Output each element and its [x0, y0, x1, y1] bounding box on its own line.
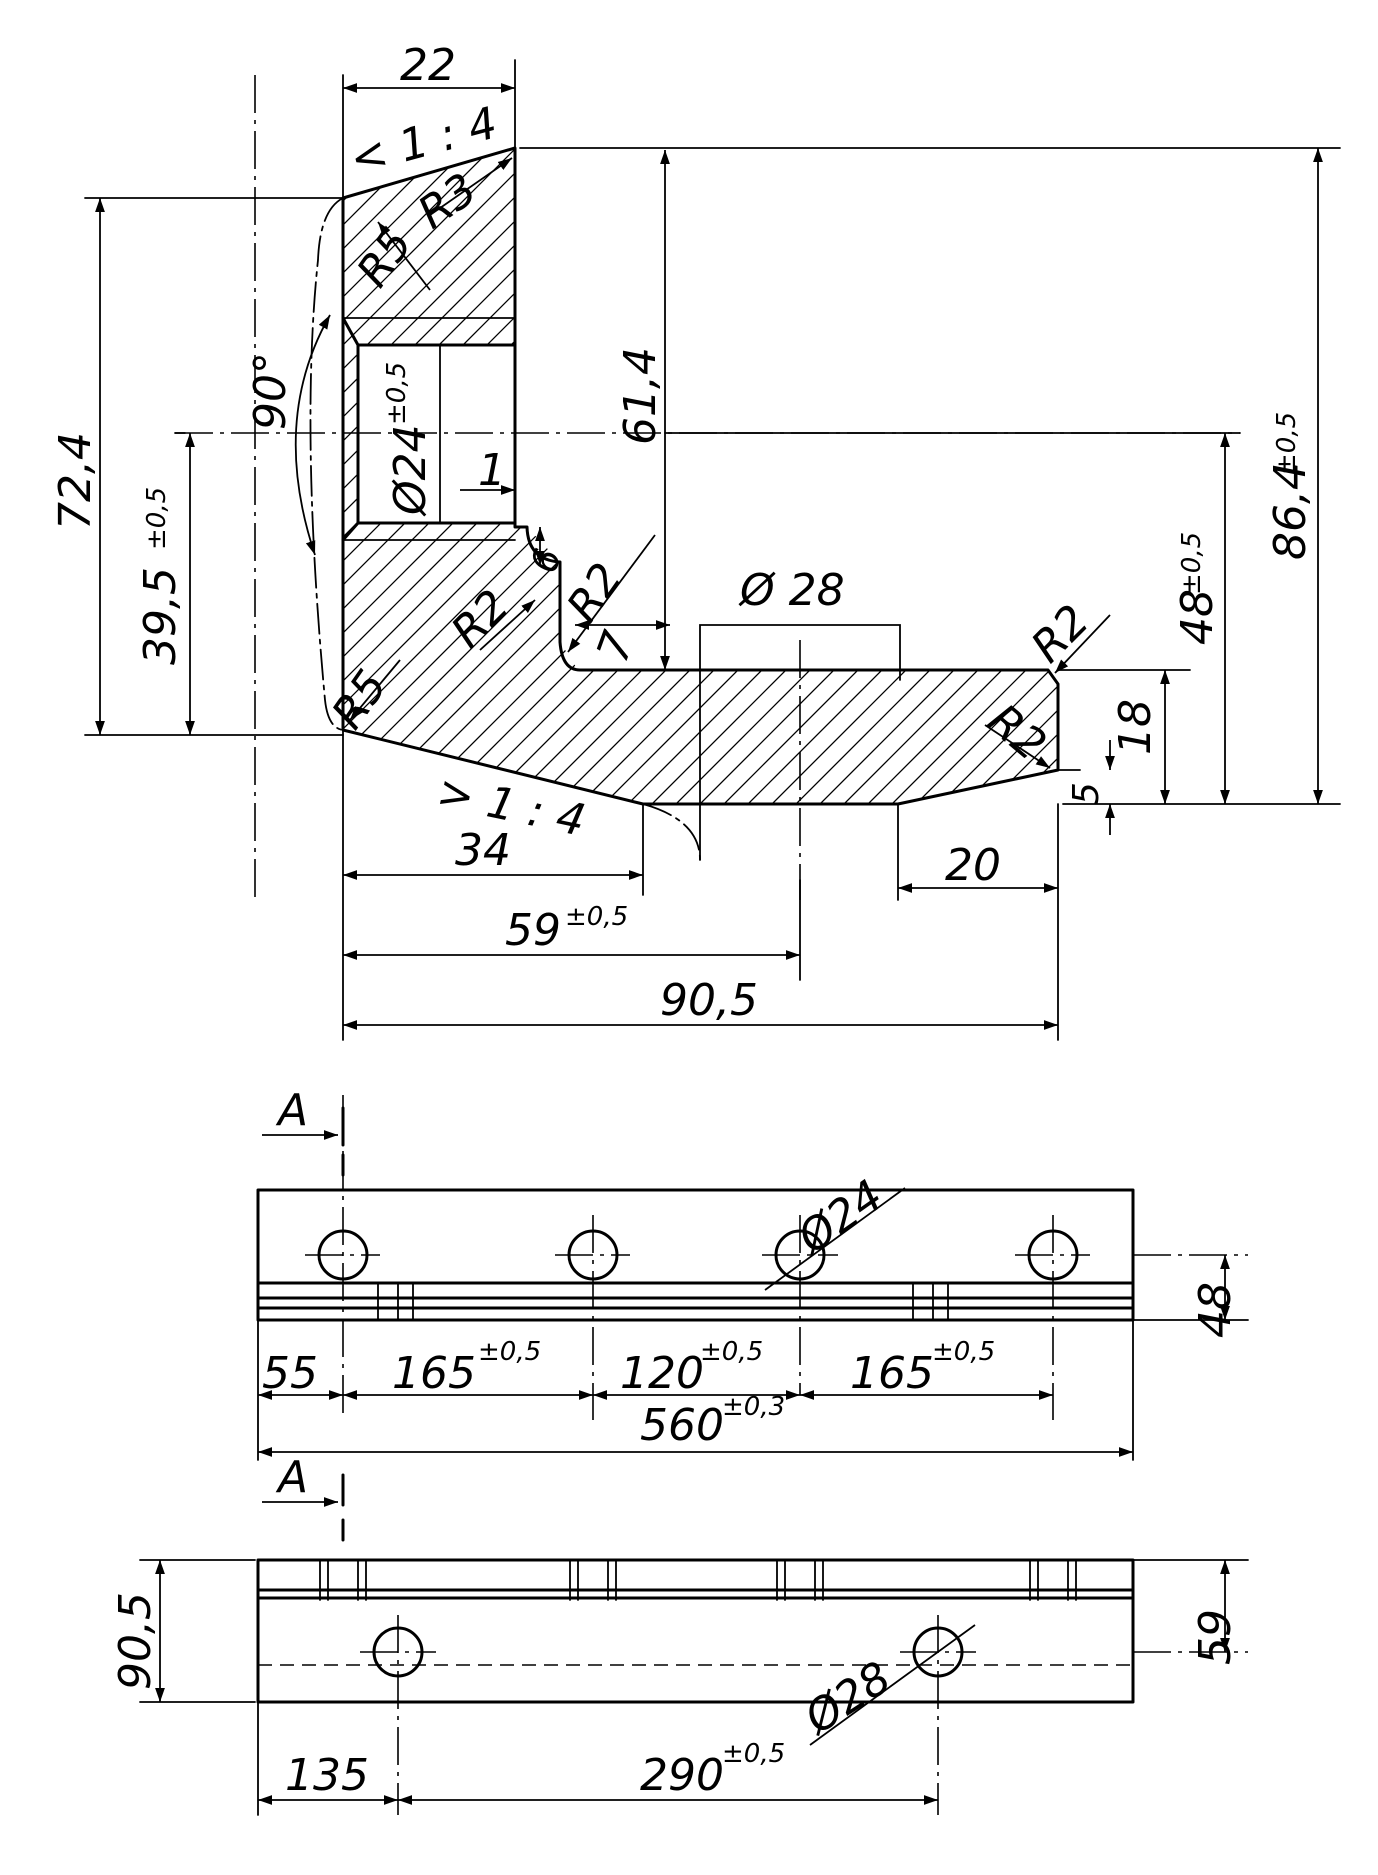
hatch-line — [343, 148, 565, 804]
front-dim-560: 560 — [640, 1400, 724, 1451]
dim-1: 1 — [478, 445, 506, 496]
hatch-line — [771, 148, 1058, 804]
bottom-section-mark: A — [275, 1452, 308, 1503]
dim-6: 6 — [524, 545, 570, 578]
hatch-line — [723, 148, 1058, 804]
bottom-dim-290: 290 — [640, 1750, 724, 1801]
bottom-dim-90-5: 90,5 — [110, 1592, 161, 1690]
hatch-line — [343, 148, 997, 804]
bottom-hole-label: Ø28 — [795, 1652, 900, 1745]
radius-r2-a: R2 — [557, 554, 632, 631]
hole-tolerance: ±0,5 — [382, 362, 412, 425]
dim-61-4: 61,4 — [615, 347, 666, 445]
dim-72-4: 72,4 — [50, 432, 101, 530]
dim-7: 7 — [587, 625, 645, 669]
front-dim-48: 48 — [1190, 1282, 1241, 1338]
front-dim-165b: 165 — [850, 1348, 934, 1399]
angle-arc — [294, 314, 331, 556]
dim-18: 18 — [1110, 699, 1161, 755]
bottom-dim-59: 59 — [1190, 1609, 1241, 1665]
tol-39-5: ±0,5 — [142, 487, 172, 550]
hatch-line — [747, 148, 1058, 804]
section-hatching — [343, 100, 1378, 900]
front-hole-label: Ø24 — [787, 1170, 892, 1265]
radius-r2-inner: R2 — [442, 580, 519, 657]
hatch-line — [819, 148, 1058, 804]
hatch-line — [1011, 148, 1058, 804]
hatch-line — [1060, 100, 1378, 900]
hatch-line — [675, 148, 1058, 804]
taper-top: < 1 : 4 — [345, 98, 503, 186]
section-outline — [341, 146, 1060, 806]
hatch-line — [699, 148, 1058, 804]
front-tol-560: ±0,3 — [722, 1392, 785, 1422]
dia-28: Ø 28 — [738, 565, 845, 616]
hatch-line — [343, 148, 493, 804]
bottom-view: A 90,5 59 Ø28 135 290 ±0,5 — [110, 1452, 1249, 1816]
tol-48: ±0,5 — [1177, 532, 1207, 595]
bottom-tol-290: ±0,5 — [722, 1739, 785, 1769]
front-dim-55: 55 — [262, 1348, 318, 1399]
hatch-line — [411, 148, 1058, 804]
dim-59: 59 — [505, 905, 561, 956]
hole-diameter: Ø24 — [385, 424, 436, 517]
hatch-line — [459, 148, 1058, 804]
bottom-dim-135: 135 — [285, 1750, 369, 1801]
hatch-line — [483, 148, 1058, 804]
hatch-line — [343, 148, 709, 804]
angle-90: 90° — [245, 352, 296, 430]
hatch-line — [343, 148, 1021, 804]
dim-39-5: 39,5 — [135, 567, 186, 665]
tol-86-4: ±0,5 — [1272, 412, 1302, 475]
hatch-line — [343, 148, 613, 804]
hatch-line — [343, 148, 925, 804]
cross-section-view: 22 < 1 : 4 R3 R5 90° Ø24 ±0,5 1 6 R2 R2 … — [50, 40, 1378, 1041]
hatch-line — [1084, 100, 1378, 900]
tol-59: ±0,5 — [565, 902, 628, 932]
hatch-line — [343, 148, 541, 804]
blank-phantom-line — [309, 197, 701, 861]
dim-34: 34 — [455, 825, 511, 876]
radius-r5-top: R5 — [347, 219, 422, 296]
hatch-line — [435, 148, 1058, 804]
hatch-line — [891, 148, 1058, 804]
front-view: A Ø24 48 55 165 ±0,5 120 ±0,5 165 ±0,5 5… — [256, 1085, 1249, 1461]
hatch-line — [603, 148, 1058, 804]
hatch-line — [795, 148, 1058, 804]
front-section-mark: A — [275, 1085, 308, 1136]
hatch-line — [343, 148, 589, 804]
hatch-line — [531, 148, 1058, 804]
hatch-line — [343, 148, 637, 804]
hatch-line — [1132, 100, 1378, 900]
dim-20: 20 — [945, 840, 1001, 891]
hatch-line — [987, 148, 1058, 804]
hatch-line — [843, 148, 1058, 804]
front-tol-120: ±0,5 — [700, 1337, 763, 1367]
hole-countersink — [341, 316, 517, 542]
bottom-view-outline — [256, 1558, 1135, 1704]
dim-90-5: 90,5 — [660, 975, 758, 1026]
dim-86-4: 86,4 — [1265, 462, 1316, 560]
front-view-outline — [256, 1188, 1135, 1322]
hatch-line — [507, 148, 1058, 804]
dim-5: 5 — [1066, 782, 1107, 805]
hatch-line — [1035, 148, 1058, 804]
front-dim-165a: 165 — [392, 1348, 476, 1399]
radius-r5-bottom: R5 — [322, 661, 397, 738]
hatch-line — [867, 148, 1058, 804]
front-tol-165a: ±0,5 — [478, 1337, 541, 1367]
hatch-line — [343, 148, 973, 804]
front-tol-165b: ±0,5 — [932, 1337, 995, 1367]
front-dim-120: 120 — [620, 1348, 704, 1399]
hatch-line — [555, 148, 1058, 804]
dim-48: 48 — [1172, 589, 1223, 645]
radius-r2-right: R2 — [1022, 595, 1099, 672]
hatch-line — [1108, 100, 1378, 900]
dim-22: 22 — [400, 40, 456, 91]
